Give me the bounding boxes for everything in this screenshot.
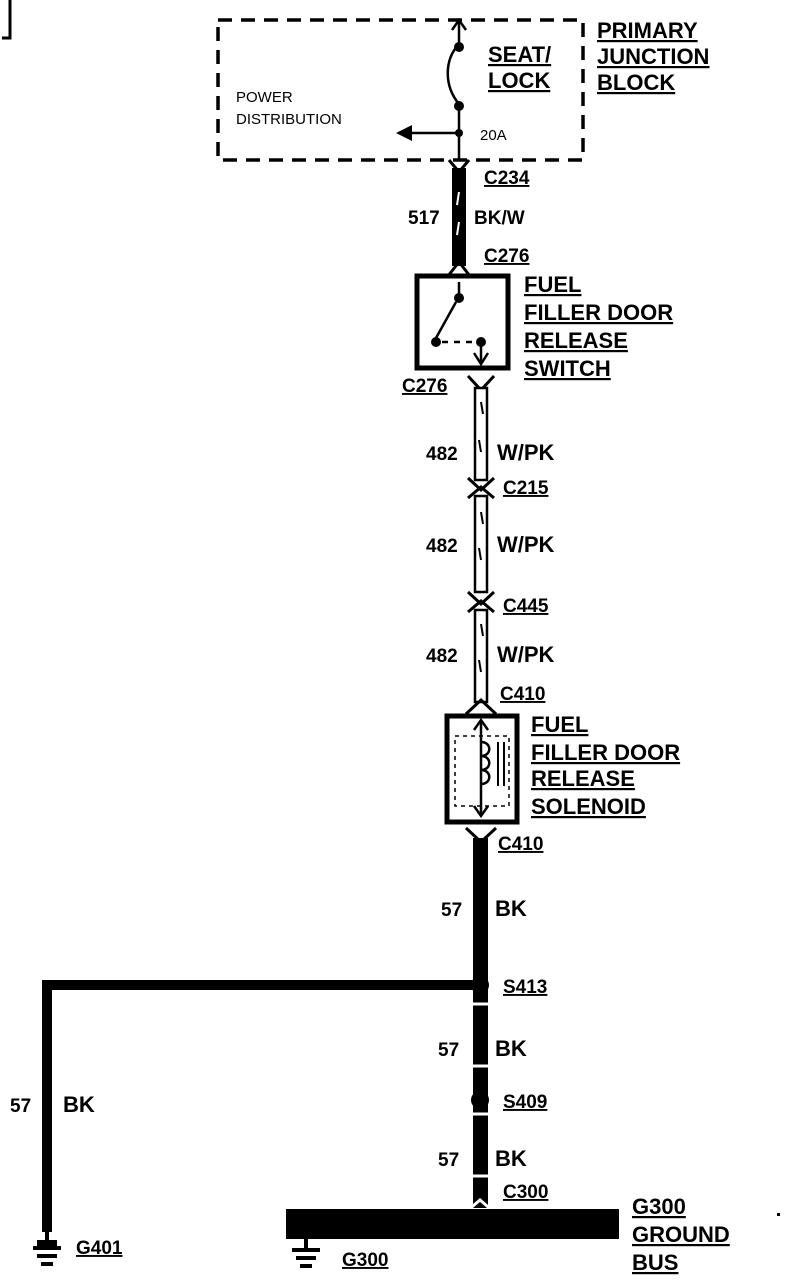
solenoid-output-arrow-icon: [472, 805, 490, 819]
switch-name-1: FUEL: [524, 272, 581, 297]
wire-57-circuit-4: 57: [10, 1096, 31, 1117]
wire-517-color: BK/W: [474, 208, 525, 229]
wire-517-stripe: [456, 191, 460, 236]
wire-57-circuit-1: 57: [441, 900, 462, 921]
switch-name-4: SWITCH: [524, 356, 611, 381]
solenoid-name-4: SOLENOID: [531, 794, 646, 819]
wire-57-circuit-2: 57: [438, 1040, 459, 1061]
junction-block-name-3: BLOCK: [597, 70, 675, 95]
primary-junction-block: POWER DISTRIBUTION SEAT/ LOCK 20A PRIMAR…: [216, 17, 709, 162]
connector-c215-icon: [466, 476, 496, 500]
wire-517-circuit: 517: [408, 208, 440, 229]
wire-482-circuit-1: 482: [426, 444, 458, 465]
solenoid-name-2: FILLER DOOR: [531, 740, 680, 765]
wire-57-color-3: BK: [495, 1146, 527, 1171]
wire-482-color-2: W/PK: [497, 532, 555, 557]
ground-g401-label: G401: [76, 1238, 123, 1259]
junction-block-name-1: PRIMARY: [597, 18, 698, 43]
power-distribution-label-2: DISTRIBUTION: [236, 111, 342, 128]
splice-s409: S409: [503, 1092, 547, 1113]
wire-57-breaks: [473, 1002, 488, 1178]
wire-482-segment-3: [473, 608, 489, 704]
connector-c276-top: C276: [484, 246, 529, 267]
wire-482-color-3: W/PK: [497, 642, 555, 667]
ground-g300-icon: [292, 1239, 320, 1268]
wire-57-color-1: BK: [495, 896, 527, 921]
fuel-filler-door-release-solenoid: [444, 713, 520, 825]
solenoid-name-3: RELEASE: [531, 766, 635, 791]
splice-s413: S413: [503, 977, 547, 998]
wire-57-circuit-3: 57: [438, 1150, 459, 1171]
connector-c410-bottom: C410: [498, 834, 543, 855]
fuel-filler-door-release-switch: [414, 273, 511, 371]
wire-482-stripe-1: [478, 401, 484, 453]
connector-c410-top-icon: [464, 697, 498, 716]
wire-482-run: [464, 374, 498, 716]
fuse-name-line-2: LOCK: [488, 68, 550, 93]
ground-bus-name-3: BUS: [632, 1250, 678, 1275]
solenoid-name-1: FUEL: [531, 712, 588, 737]
connector-c234: C234: [484, 168, 530, 189]
ground-g401-cap: [37, 1240, 57, 1246]
junction-block-name-2: JUNCTION: [597, 44, 709, 69]
connector-c215: C215: [503, 478, 549, 499]
switch-blade: [434, 301, 458, 339]
solenoid-coil-icon: [480, 740, 491, 786]
power-distribution-label-1: POWER: [236, 89, 293, 106]
switch-body: [414, 273, 511, 371]
wire-482-segment-2: [473, 494, 489, 594]
wire-482-circuit-2: 482: [426, 536, 458, 557]
wire-482-segment-1: [473, 386, 489, 482]
power-distribution-arrow-icon: [396, 125, 412, 141]
wire-57-color-2: BK: [495, 1036, 527, 1061]
fuse-name-line-1: SEAT/: [488, 42, 551, 67]
switch-name-3: RELEASE: [524, 328, 628, 353]
ground-g300-label: G300: [342, 1250, 388, 1271]
wire-57-main: [473, 838, 488, 1208]
fuse-top-arrow-icon: [450, 17, 468, 31]
ground-g401-icon: [33, 1232, 61, 1266]
ground-bus-name-2: GROUND: [632, 1222, 730, 1247]
stray-dot: [777, 1213, 780, 1216]
wire-482-stripe-3: [478, 623, 484, 673]
wire-482-circuit-3: 482: [426, 646, 458, 667]
fuse-rating: 20A: [480, 127, 507, 144]
solenoid-feed-arrow-icon: [472, 717, 490, 731]
wire-482-stripe-2: [478, 511, 484, 561]
corner-mark: [2, 0, 12, 40]
switch-name-2: FILLER DOOR: [524, 300, 673, 325]
splice-s409-dot: [471, 1091, 489, 1109]
switch-output-arrow-icon: [472, 352, 490, 367]
connector-c445: C445: [503, 596, 549, 617]
wire-517: [452, 168, 466, 266]
connector-c300-icon: [465, 1198, 495, 1214]
ground-bus-name-1: G300: [632, 1194, 686, 1219]
wire-57-color-4: BK: [63, 1092, 95, 1117]
wire-482-color-1: W/PK: [497, 440, 555, 465]
connector-c276-top-icon: [446, 259, 472, 277]
connector-c445-icon: [466, 590, 496, 614]
fuse-bottom-terminal: [454, 101, 464, 111]
solenoid-body: [444, 713, 520, 825]
connector-c234-top-icon: [447, 159, 471, 175]
ground-circuit: [33, 826, 619, 1268]
ground-bus-bar: [286, 1209, 619, 1239]
fuse-top-terminal: [454, 42, 464, 52]
connector-c410-top: C410: [500, 684, 545, 705]
switch-common-contact: [431, 337, 441, 347]
connector-c300: C300: [503, 1182, 548, 1203]
connector-c276-bottom: C276: [402, 376, 447, 397]
wire-57-branch: [42, 980, 480, 1232]
